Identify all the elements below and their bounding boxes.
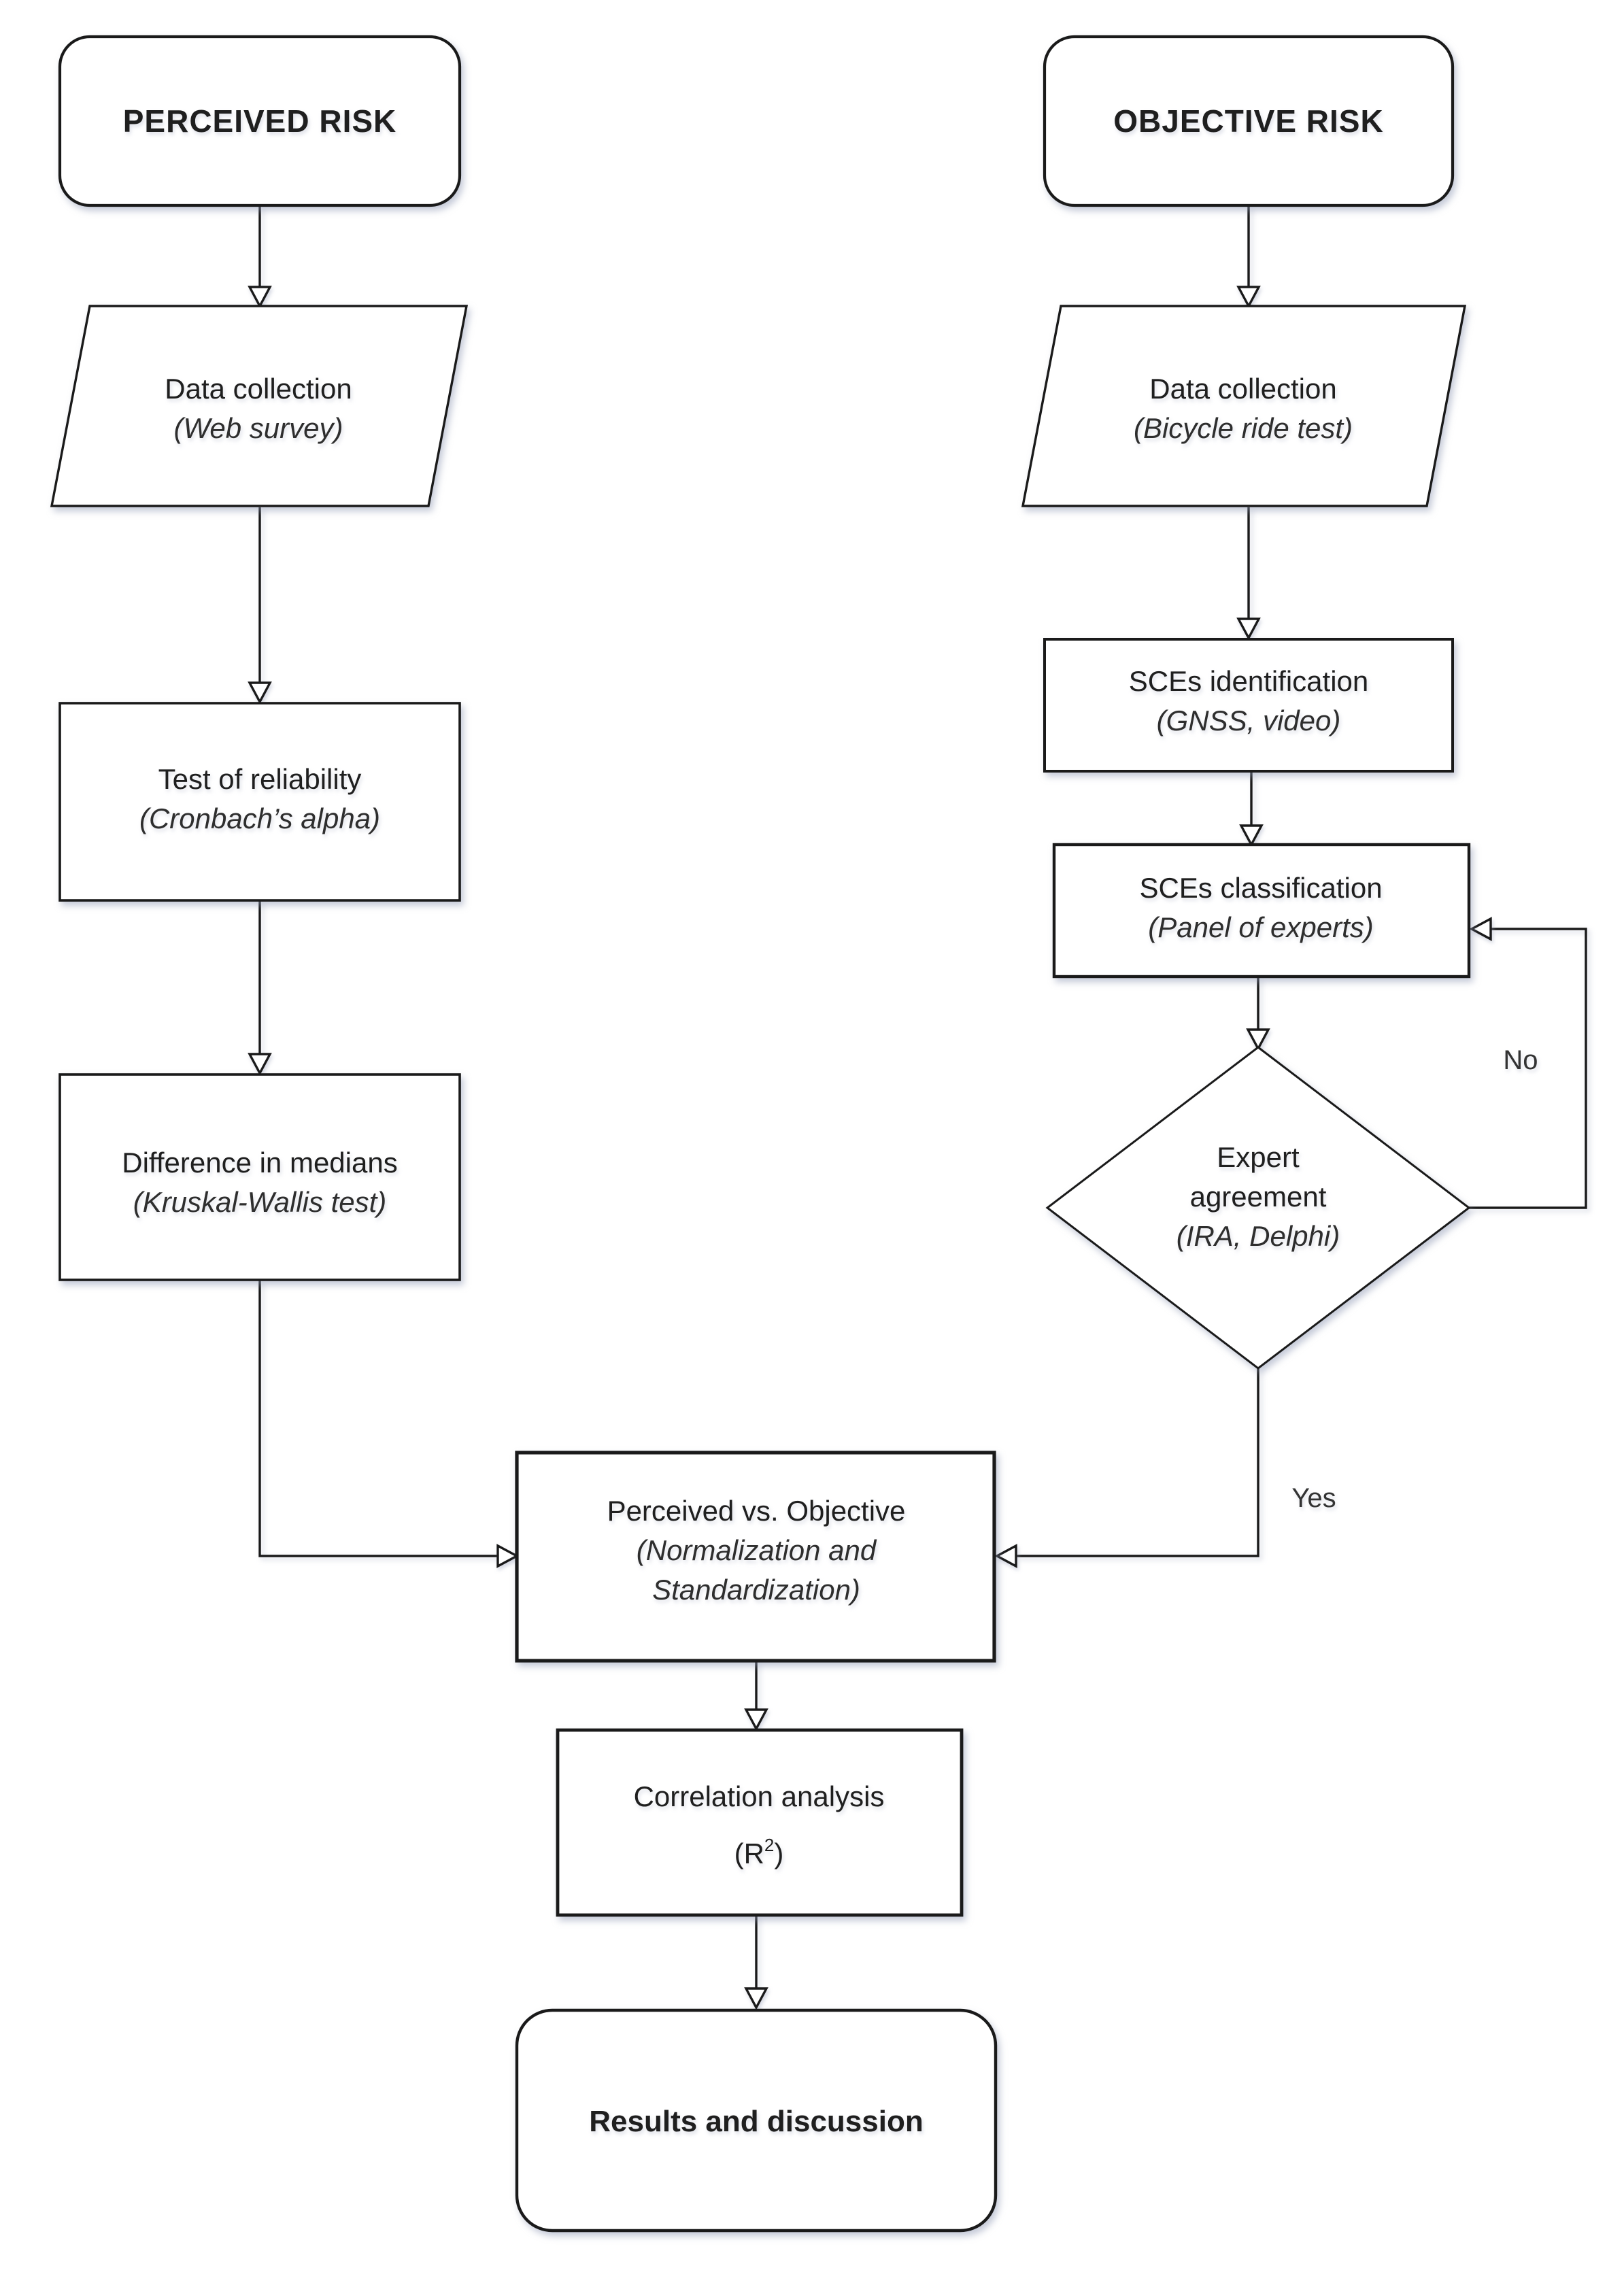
arrowhead-down-icon: [744, 1708, 768, 1731]
diff-medians-title: Difference in medians: [122, 1147, 397, 1179]
correlation-formula-superscript: 2: [764, 1835, 774, 1855]
perceived-vs-objective-subtitle-line1: (Normalization and: [637, 1534, 877, 1566]
diff-medians-process-shape: [58, 1073, 461, 1281]
sce-identification-title: SCEs identification: [1129, 665, 1369, 697]
correlation-formula: (R2): [734, 1835, 784, 1869]
sce-classification-title: SCEs classification: [1139, 872, 1382, 904]
arrowhead-left-icon: [994, 1544, 1017, 1568]
arrowhead-down-icon: [1239, 824, 1264, 847]
ride-test-subtitle: (Bicycle ride test): [1134, 412, 1353, 444]
test-reliability-subtitle: (Cronbach’s alpha): [139, 802, 380, 834]
objective-risk-label: OBJECTIVE RISK: [1113, 103, 1383, 139]
perceived-risk-terminator-shape: [58, 35, 462, 207]
arrowhead-down-icon: [744, 1987, 768, 2010]
correlation-process-shape: [556, 1728, 964, 1917]
node-data-collection-web-survey: Data collection (Web survey): [50, 305, 469, 507]
test-reliability-title: Test of reliability: [158, 763, 362, 795]
arrowhead-right-icon: [496, 1544, 520, 1568]
expert-agreement-line1: Expert: [1217, 1141, 1300, 1173]
expert-agreement-line2: agreement: [1190, 1181, 1327, 1213]
results-label: Results and discussion: [589, 2105, 923, 2138]
correlation-formula-close: ): [774, 1838, 783, 1869]
node-perceived-risk: PERCEIVED RISK: [58, 35, 462, 207]
node-perceived-vs-objective: Perceived vs. Objective (Normalization a…: [515, 1451, 996, 1663]
sce-identification-process-shape: [1043, 638, 1454, 773]
perceived-vs-objective-process-shape: [515, 1451, 996, 1663]
node-data-collection-ride-test: Data collection (Bicycle ride test): [1021, 305, 1467, 507]
results-terminator-shape: [515, 2008, 998, 2233]
ride-test-parallelogram-shape: [1021, 305, 1467, 507]
node-sce-identification: SCEs identification (GNSS, video): [1043, 638, 1454, 773]
ride-test-title: Data collection: [1149, 373, 1336, 405]
arrowhead-left-icon: [1469, 917, 1492, 941]
web-survey-parallelogram-shape: [50, 305, 469, 507]
arrowhead-down-icon: [1246, 1028, 1270, 1051]
test-reliability-process-shape: [58, 702, 461, 902]
arrowhead-down-icon: [248, 1053, 272, 1076]
edge-label-yes: Yes: [1291, 1483, 1336, 1513]
connectors: [248, 205, 1587, 2010]
sce-identification-subtitle: (GNSS, video): [1157, 705, 1341, 737]
correlation-formula-open: (R: [734, 1838, 764, 1869]
node-sce-classification: SCEs classification (Panel of experts): [1052, 843, 1471, 979]
arrowhead-down-icon: [248, 681, 272, 705]
node-results-and-discussion: Results and discussion: [515, 2008, 998, 2233]
node-difference-in-medians: Difference in medians (Kruskal-Wallis te…: [58, 1073, 461, 1281]
edge-yes-to-merge: [1016, 1368, 1259, 1557]
correlation-title: Correlation analysis: [634, 1780, 885, 1812]
arrowhead-down-icon: [1236, 617, 1261, 641]
web-survey-subtitle: (Web survey): [174, 412, 343, 444]
edge-no-loop: [1469, 928, 1587, 1209]
node-test-of-reliability: Test of reliability (Cronbach’s alpha): [58, 702, 461, 902]
edge-medians-to-merge: [258, 1280, 498, 1557]
web-survey-title: Data collection: [165, 373, 352, 405]
node-correlation-analysis: Correlation analysis (R2): [556, 1728, 964, 1917]
arrowhead-down-icon: [1236, 286, 1261, 309]
sce-classification-subtitle: (Panel of experts): [1148, 911, 1374, 943]
sce-classification-process-shape: [1052, 843, 1471, 979]
node-expert-agreement: Expert agreement (IRA, Delphi): [1045, 1046, 1471, 1370]
expert-agreement-subtitle: (IRA, Delphi): [1177, 1220, 1340, 1252]
objective-risk-terminator-shape: [1043, 35, 1455, 207]
node-objective-risk: OBJECTIVE RISK: [1043, 35, 1455, 207]
arrowhead-down-icon: [248, 286, 272, 309]
perceived-vs-objective-subtitle-line2: Standardization): [652, 1574, 860, 1606]
perceived-risk-label: PERCEIVED RISK: [123, 103, 397, 139]
diff-medians-subtitle: (Kruskal-Wallis test): [133, 1186, 387, 1218]
edge-label-no: No: [1503, 1045, 1538, 1075]
expert-agreement-decision-shape: [1045, 1046, 1471, 1370]
perceived-vs-objective-title: Perceived vs. Objective: [607, 1495, 906, 1527]
